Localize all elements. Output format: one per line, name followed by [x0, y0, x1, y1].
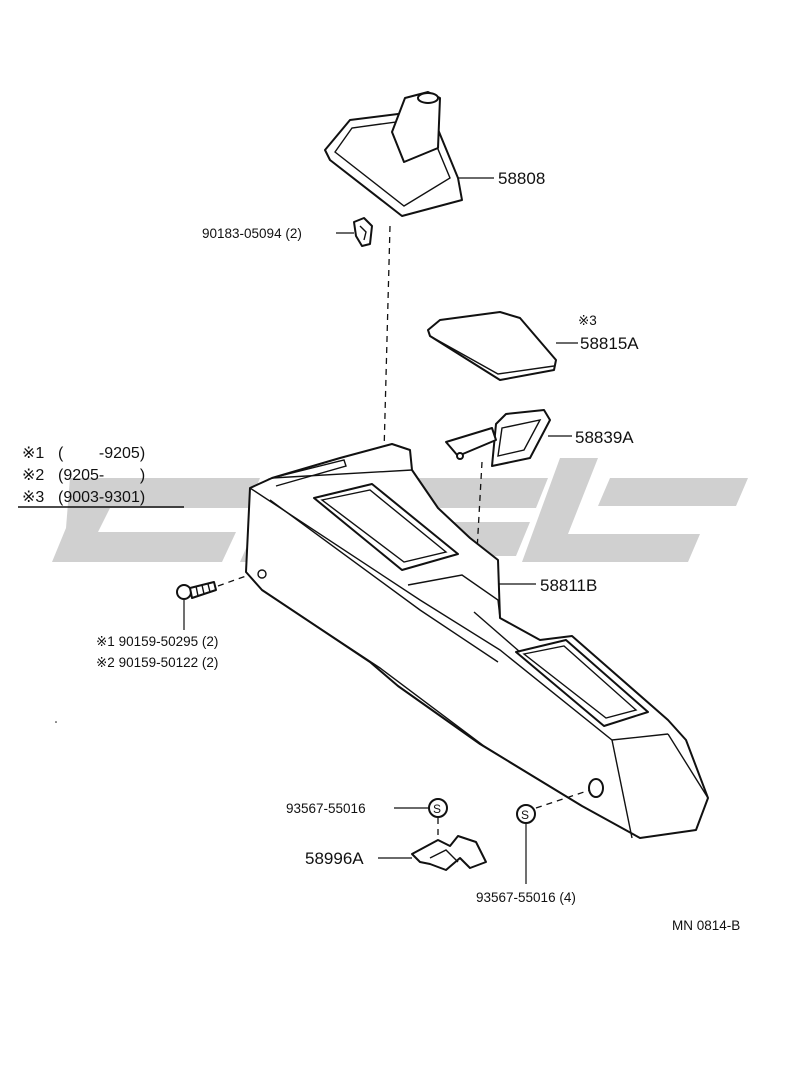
label-nut-top: 93567-55016 [286, 801, 366, 816]
nut-top-symbol: S [433, 802, 441, 816]
console-drawing [245, 443, 709, 839]
speck [55, 721, 57, 723]
legend-3-mark: ※3 [22, 489, 44, 506]
legend-2-text: (9205- ) [58, 467, 145, 484]
label-console: 58811B [540, 576, 597, 595]
legend-1-text: ( -9205) [58, 445, 145, 462]
lid-drawing [427, 311, 557, 381]
label-screw-2: ※2 90159-50122 (2) [96, 655, 218, 670]
label-boot: 58808 [498, 169, 545, 188]
label-lid-note: ※3 [578, 313, 597, 328]
bracket-drawing [445, 409, 551, 467]
nut-bottom-symbol: S [521, 808, 529, 822]
screw-icon [176, 581, 217, 600]
dashed-line-nut-bottom [535, 789, 591, 809]
label-bottom-bracket: 58996A [305, 849, 364, 868]
legend: ※1 ( -9205) ※2 (9205- ) ※3 (9003-9301) [18, 445, 184, 508]
dashed-line-screw [217, 575, 247, 587]
label-screw-1: ※1 90159-50295 (2) [96, 634, 218, 649]
nut-top-icon: S [428, 798, 448, 818]
diagram-code: MN 0814-B [672, 918, 740, 933]
clip-icon [353, 217, 373, 247]
legend-2-mark: ※2 [22, 467, 44, 484]
nut-bottom-icon: S [516, 804, 536, 824]
label-lid: 58815A [580, 334, 639, 353]
label-bracket: 58839A [575, 428, 634, 447]
label-clip: 90183-05094 (2) [202, 226, 302, 241]
shift-boot-drawing [324, 91, 463, 217]
label-nut-bottom: 93567-55016 (4) [476, 890, 576, 905]
legend-1-mark: ※1 [22, 445, 44, 462]
bottom-bracket-drawing [411, 835, 487, 871]
legend-3-text: (9003-9301) [58, 489, 145, 506]
